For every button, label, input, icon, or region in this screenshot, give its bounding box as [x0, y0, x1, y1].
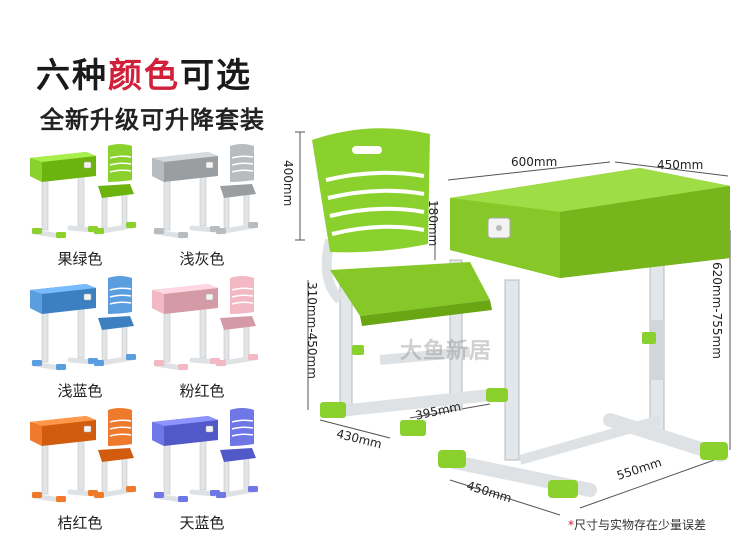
- dim-desk-depth: 450mm: [657, 158, 704, 172]
- page-subtitle: 全新升级可升降套装: [40, 106, 265, 134]
- variant-illustration: [152, 276, 258, 371]
- variant-pink: 粉红色: [142, 272, 262, 402]
- title-suffix: 可选: [180, 56, 252, 96]
- dim-desk-width: 600mm: [511, 155, 558, 169]
- variant-illustration: [152, 144, 258, 239]
- size-note: *尺寸与实物存在少量误差: [568, 516, 706, 533]
- variant-label: 天蓝色: [179, 514, 225, 532]
- variant-sky-blue: 天蓝色: [142, 404, 262, 534]
- variant-light-blue: 浅蓝色: [20, 272, 140, 402]
- variant-illustration: [30, 276, 136, 371]
- note-star: *: [568, 518, 574, 532]
- variant-orange: 桔红色: [20, 404, 140, 534]
- variant-green: 果绿色: [20, 140, 140, 270]
- desk: [438, 168, 730, 498]
- chair: [312, 128, 508, 436]
- dim-chair-seat-height: 310mm-450mm: [305, 282, 319, 379]
- variant-label: 桔红色: [57, 514, 103, 532]
- variant-label: 粉红色: [179, 382, 225, 400]
- variant-gray: 浅灰色: [142, 140, 262, 270]
- note-text: 尺寸与实物存在少量误差: [574, 518, 707, 532]
- dim-chair-back-height: 400mm: [281, 160, 295, 207]
- title-prefix: 六种: [36, 56, 108, 96]
- variant-label: 浅蓝色: [57, 382, 103, 400]
- variant-label: 果绿色: [57, 250, 103, 268]
- main-product-illustration: [295, 128, 731, 516]
- dim-desk-height: 620mm-755mm: [710, 262, 724, 359]
- dim-desk-box-height: 180mm: [426, 200, 440, 247]
- variant-illustration: [152, 408, 258, 503]
- watermark: 大鱼新居: [400, 339, 493, 364]
- title-highlight: 颜色: [108, 56, 180, 96]
- page-title: 六种颜色可选: [36, 48, 252, 97]
- variant-illustration: [30, 144, 136, 239]
- variant-label: 浅灰色: [179, 250, 225, 268]
- variant-illustration: [30, 408, 136, 503]
